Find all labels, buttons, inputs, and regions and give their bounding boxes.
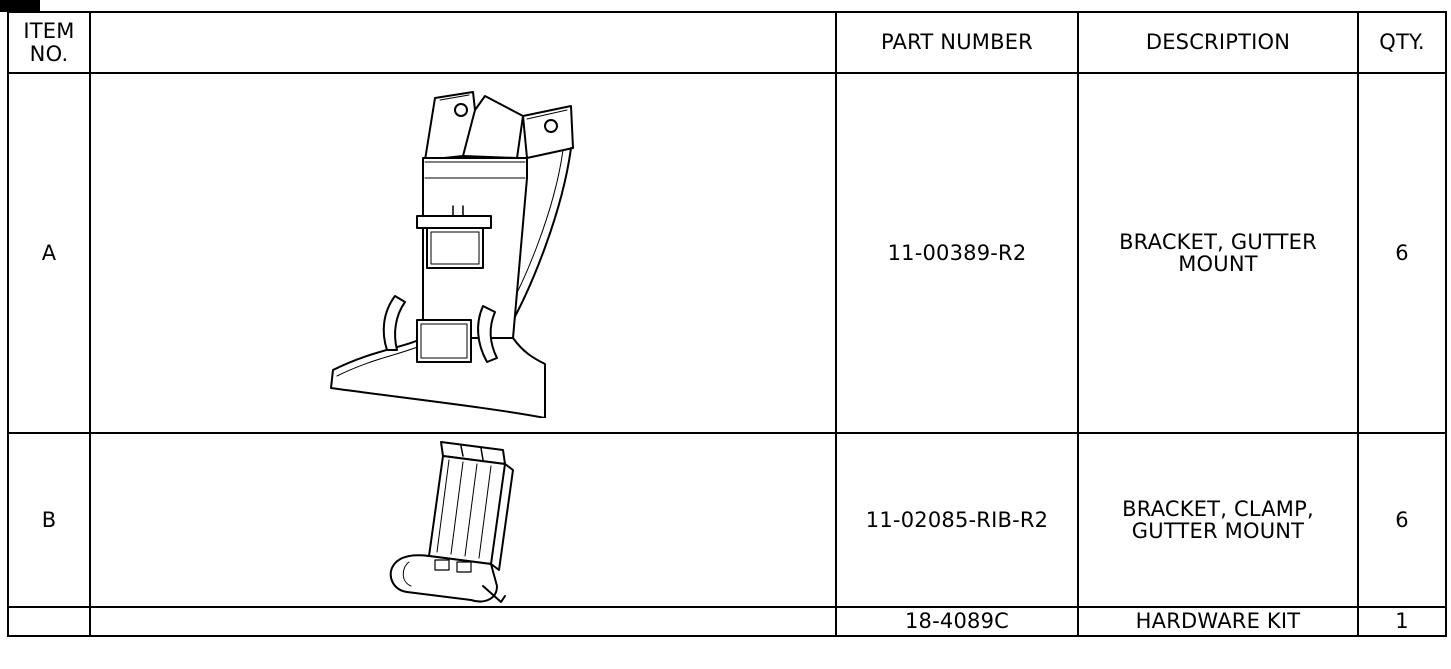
gutter-mount-bracket-drawing-icon xyxy=(330,91,574,418)
part-number-cell: 11-00389-R2 xyxy=(835,72,1079,434)
table-header-row: ITEM NO. PART NUMBER DESCRIPTION QTY. xyxy=(7,11,1447,74)
header-description: DESCRIPTION xyxy=(1077,11,1359,74)
qty: 6 xyxy=(1395,507,1409,532)
part-number: 18-4089C xyxy=(904,609,1009,634)
item-no-cell: B xyxy=(7,432,91,608)
header-item-no-label: ITEM NO. xyxy=(23,19,75,66)
bill-of-materials-table: ITEM NO. PART NUMBER DESCRIPTION QTY. A xyxy=(7,11,1447,637)
image-cell xyxy=(89,606,837,637)
header-item-no: ITEM NO. xyxy=(7,11,91,74)
item-no: B xyxy=(41,507,57,532)
item-no-cell xyxy=(7,606,91,637)
clamp-bracket-drawing-icon xyxy=(389,441,514,603)
header-part-number-label: PART NUMBER xyxy=(881,30,1033,55)
description-cell: BRACKET, CLAMP, GUTTER MOUNT xyxy=(1077,432,1359,608)
description-cell: BRACKET, GUTTER MOUNT xyxy=(1077,72,1359,434)
image-cell xyxy=(89,72,837,434)
qty: 1 xyxy=(1395,609,1409,634)
item-no: A xyxy=(41,240,57,265)
description: HARDWARE KIT xyxy=(1135,609,1301,634)
table-row: A xyxy=(7,72,1447,434)
part-number-cell: 11-02085-RIB-R2 xyxy=(835,432,1079,608)
header-image xyxy=(89,11,837,74)
table-row: 18-4089C HARDWARE KIT 1 xyxy=(7,606,1447,637)
part-number: 11-02085-RIB-R2 xyxy=(865,507,1049,532)
qty-cell: 6 xyxy=(1357,432,1447,608)
image-cell xyxy=(89,432,837,608)
header-qty: QTY. xyxy=(1357,11,1447,74)
part-number: 11-00389-R2 xyxy=(887,240,1027,265)
description: BRACKET, CLAMP, GUTTER MOUNT xyxy=(1122,496,1314,543)
header-qty-label: QTY. xyxy=(1379,30,1425,55)
part-number-cell: 18-4089C xyxy=(835,606,1079,637)
qty: 6 xyxy=(1395,240,1409,265)
corner-tab xyxy=(0,0,40,12)
item-no-cell: A xyxy=(7,72,91,434)
qty-cell: 1 xyxy=(1357,606,1447,637)
header-description-label: DESCRIPTION xyxy=(1145,30,1291,55)
description: BRACKET, GUTTER MOUNT xyxy=(1119,229,1317,276)
header-part-number: PART NUMBER xyxy=(835,11,1079,74)
qty-cell: 6 xyxy=(1357,72,1447,434)
description-cell: HARDWARE KIT xyxy=(1077,606,1359,637)
table-row: B 11-02 xyxy=(7,432,1447,608)
